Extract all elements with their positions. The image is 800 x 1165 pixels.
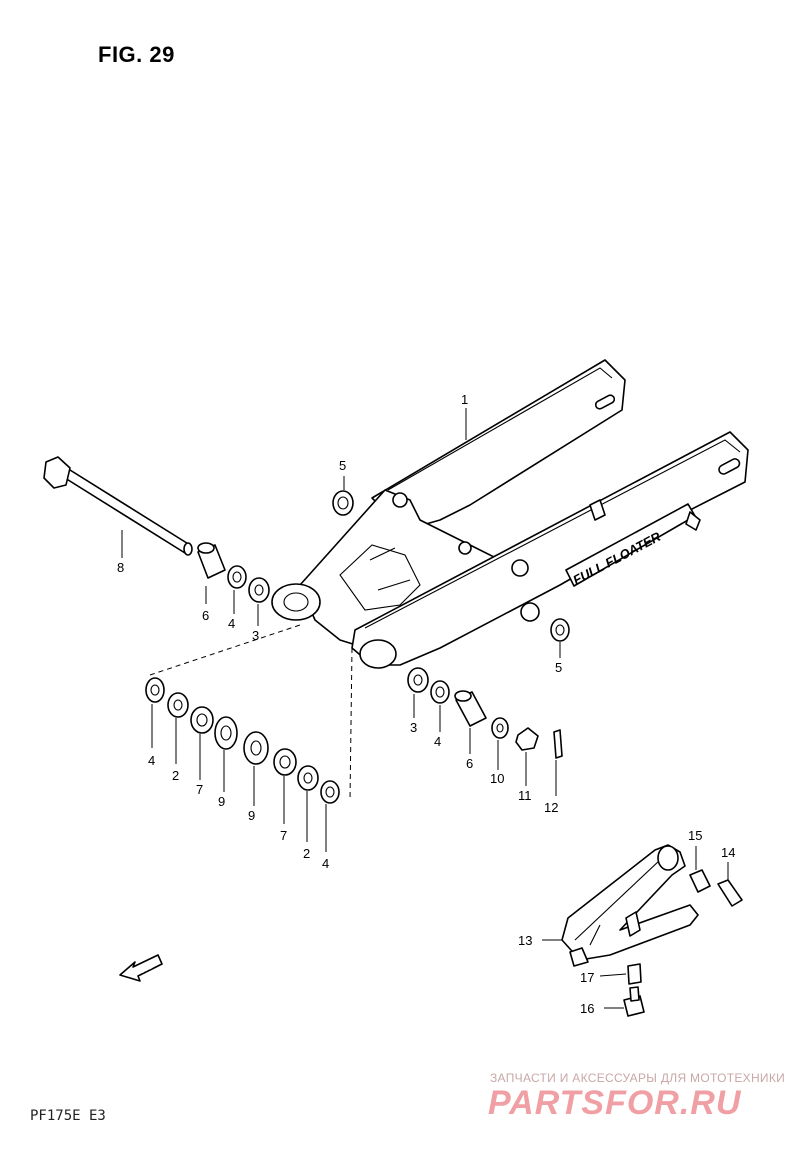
figure-title: FIG. 29 bbox=[98, 42, 175, 67]
callout-row2-7: 7 bbox=[280, 828, 287, 843]
watermark-tagline: ЗАПЧАСТИ И АКСЕССУАРЫ ДЛЯ МОТОТЕХНИКИ bbox=[490, 1071, 786, 1085]
callout-3-left: 3 bbox=[252, 628, 259, 643]
cushion-lever-part bbox=[561, 844, 743, 1017]
callout-row2-2: 2 bbox=[303, 846, 310, 861]
callout-10: 10 bbox=[490, 771, 504, 786]
callout-labels: 1 8 5 5 6 4 3 3 4 6 10 11 12 4 2 7 9 9 7… bbox=[117, 392, 735, 1016]
callout-row1-4: 4 bbox=[148, 753, 155, 768]
callout-11: 11 bbox=[518, 788, 532, 803]
fwd-arrow-icon: FWD bbox=[119, 954, 163, 982]
callout-16: 16 bbox=[580, 1001, 594, 1016]
assembly-lines bbox=[149, 624, 353, 801]
callout-13: 13 bbox=[518, 933, 532, 948]
right-bearing-group bbox=[407, 667, 563, 759]
left-bearing-group bbox=[197, 542, 270, 603]
callout-row1-9: 9 bbox=[218, 794, 225, 809]
callout-3-right: 3 bbox=[410, 720, 417, 735]
callout-14: 14 bbox=[721, 845, 735, 860]
callout-4-right: 4 bbox=[434, 734, 441, 749]
model-code: PF175E E3 bbox=[30, 1108, 106, 1124]
callout-5-top: 5 bbox=[339, 458, 346, 473]
shim-row-1 bbox=[145, 677, 238, 750]
callout-17: 17 bbox=[580, 970, 594, 985]
callout-6-right: 6 bbox=[466, 756, 473, 771]
callout-4-left: 4 bbox=[228, 616, 235, 631]
callout-row2-4: 4 bbox=[322, 856, 329, 871]
shim-row-2 bbox=[243, 731, 340, 804]
callout-12: 12 bbox=[544, 800, 558, 815]
leader-lines bbox=[121, 408, 729, 1009]
dust-cap-top-part bbox=[332, 490, 354, 516]
callout-row1-2: 2 bbox=[172, 768, 179, 783]
callout-row1-7: 7 bbox=[196, 782, 203, 797]
pivot-bolt-part bbox=[43, 456, 193, 556]
callout-5-right: 5 bbox=[555, 660, 562, 675]
dust-cap-right-part bbox=[550, 618, 570, 642]
watermark-logo: PARTSFOR.RU bbox=[488, 1084, 742, 1122]
swingarm-part: FULL FLOATER bbox=[271, 359, 749, 669]
callout-6-left: 6 bbox=[202, 608, 209, 623]
callout-15: 15 bbox=[688, 828, 702, 843]
callout-8: 8 bbox=[117, 560, 124, 575]
callout-1: 1 bbox=[461, 392, 468, 407]
callout-row2-9: 9 bbox=[248, 808, 255, 823]
